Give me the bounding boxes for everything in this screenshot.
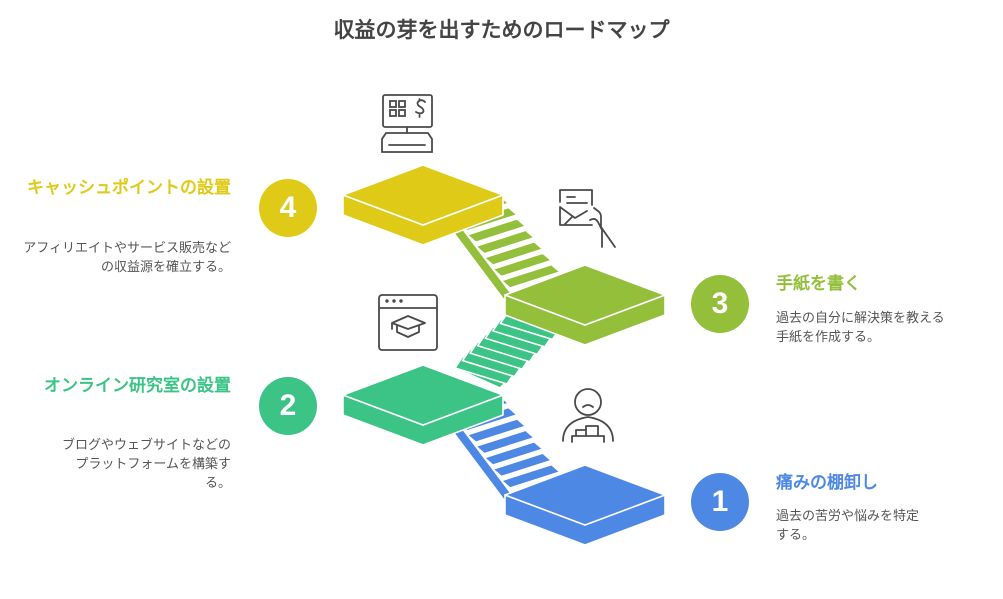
stairs-2-1-step — [466, 418, 527, 444]
stairs-2-1-step — [474, 429, 536, 455]
cash-register-icon — [381, 94, 433, 153]
step-3-heading: 手紙を書く — [776, 274, 861, 294]
platform-3-top — [504, 264, 666, 326]
step-2-badge: 2 — [259, 377, 317, 435]
step-4-heading: キャッシュポイントの設置 — [27, 178, 231, 198]
platform-2-top — [342, 364, 504, 426]
step-2-description: ブログやウェブサイトなどのプラットフォームを構築する。 — [61, 438, 231, 491]
stairs-2-1-step — [500, 463, 561, 489]
browser-graduation-cap-icon — [378, 294, 438, 351]
step-2-heading: オンライン研究室の設置 — [44, 376, 231, 396]
stairs-4-3-step — [466, 218, 527, 244]
step-3-badge: 3 — [691, 275, 749, 333]
stairs-4-3-step — [492, 252, 553, 278]
step-1-heading: 痛みの棚卸し — [776, 473, 878, 493]
step-4-number: 4 — [279, 191, 297, 224]
step-1-badge: 1 — [691, 473, 749, 531]
stairs-2-1-step — [492, 452, 553, 478]
step-4-badge: 4 — [259, 179, 317, 237]
stairs-2-1-step — [483, 440, 544, 466]
step-1-description: 過去の苦労や悩みを特定する。 — [776, 509, 920, 543]
step-2-number: 2 — [279, 389, 297, 422]
person-with-boxes-icon — [562, 388, 614, 443]
step-4-description: アフィリエイトやサービス販売などの収益源を確立する。 — [23, 241, 231, 275]
platform-4-top — [342, 164, 504, 226]
stairs-4-3-step — [474, 229, 536, 255]
diagram-title: 収益の芽を出すためのロードマップ — [333, 18, 670, 42]
stairs-4-3-step — [483, 240, 544, 266]
stairs-4-3-step — [500, 263, 561, 289]
letter-in-hand-icon — [559, 189, 616, 248]
step-1-number: 1 — [711, 485, 729, 518]
step-3-description: 過去の自分に解決策を教える手紙を作成する。 — [776, 311, 945, 345]
platform-1-top — [504, 464, 666, 526]
step-3-number: 3 — [711, 287, 729, 320]
